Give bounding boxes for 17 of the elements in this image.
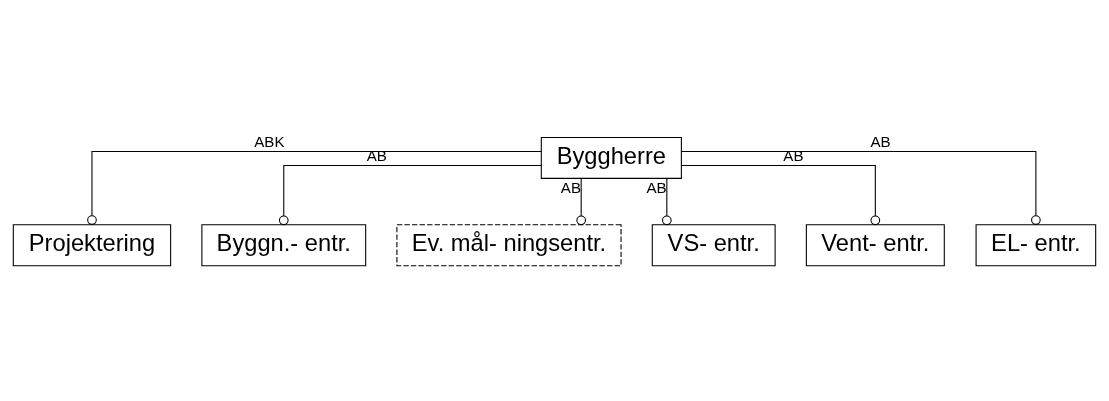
edge-label: ABK [254, 133, 285, 151]
connector [662, 178, 672, 226]
node-box: Vent- entr. [805, 224, 945, 267]
connector [87, 150, 542, 225]
node-box: VS- entr. [651, 224, 776, 267]
node-box: Byggn.- entr. [201, 224, 367, 267]
edge-label: AB [870, 133, 891, 151]
connector [680, 164, 881, 226]
edge-label: AB [646, 179, 667, 197]
connector [576, 178, 586, 226]
connector [680, 150, 1041, 225]
node-box: Ev. mål- ningsentr. [396, 224, 622, 267]
connector [278, 164, 542, 226]
node-box: EL- entr. [975, 224, 1097, 267]
node-box: Projektering [12, 224, 172, 267]
node-box: Byggherre [540, 136, 682, 179]
edge-label: AB [560, 179, 581, 197]
